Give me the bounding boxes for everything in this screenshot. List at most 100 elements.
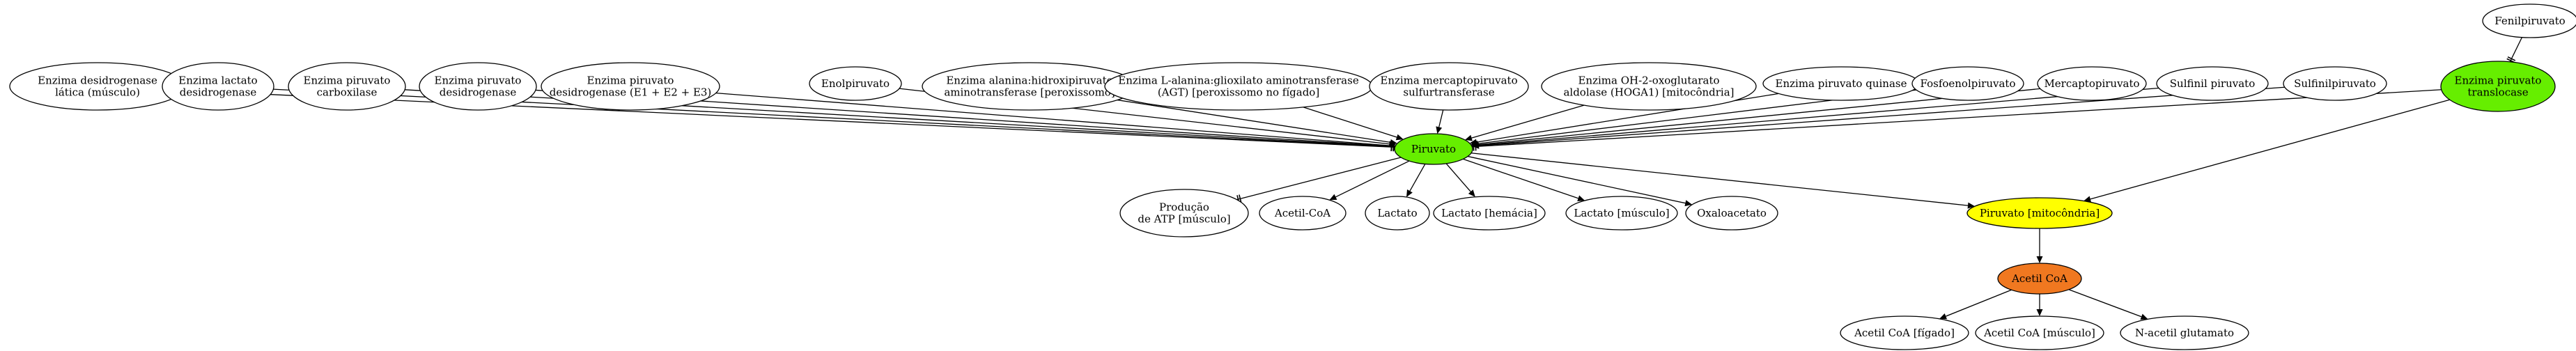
node-ellipse: [1433, 196, 1546, 231]
edge-line: [1438, 109, 1444, 127]
edge-acetil-coa-to-acetil-coa-figado: [1939, 289, 2012, 320]
edge-enzima-alanina-hidroxipiruvato-to-piruvato: [1117, 99, 1397, 146]
node-label: Acetil-CoA: [1274, 207, 1330, 219]
node-ellipse: [1840, 315, 1969, 350]
node-ellipse: [2440, 61, 2556, 112]
node-label: Piruvato: [1411, 143, 1456, 155]
edge-enzima-piruvato-translocase-to-piruvato-mitocondria: [2084, 99, 2450, 203]
node-mercaptopiruvato: Mercaptopiruvato: [2037, 66, 2147, 101]
edge-line: [1409, 164, 1426, 192]
node-fenilpiruvato: Fenilpiruvato: [2482, 3, 2576, 38]
edge-piruvato-to-oxaloacetato: [1467, 155, 1693, 207]
node-ellipse: [2156, 66, 2269, 101]
node-label: Enzima L-alanina:glioxilato aminotransfe…: [1118, 75, 1359, 87]
node-label: Enolpiruvato: [821, 77, 890, 90]
edge-line: [1478, 87, 2159, 146]
node-lactato: Lactato: [1365, 196, 1430, 231]
node-label: desidrogenase: [180, 86, 257, 99]
edge-line: [1467, 155, 1686, 204]
node-piruvato-mitocondria: Piruvato [mitocôndria]: [1966, 197, 2113, 229]
node-label: aminotransferase [peroxissomo]: [944, 86, 1115, 99]
node-enzima-piruvato-quinase: Enzima piruvato quinase: [1762, 66, 1920, 101]
node-label: Enzima lactato: [178, 75, 257, 87]
node-label: Enzima alanina:hidroxipiruvato: [946, 75, 1112, 87]
arrow-head: [1684, 200, 1693, 207]
node-ellipse: [1394, 133, 1473, 165]
node-label: N-acetil glutamato: [2135, 327, 2234, 339]
edge-piruvato-to-producao-atp: [1236, 157, 1402, 204]
node-label: Mercaptopiruvato: [2044, 77, 2139, 90]
edge-enzima-oh2-oxoglutarato-to-piruvato: [1464, 104, 1585, 141]
node-label: Enzima piruvato: [587, 75, 674, 87]
edge-line: [1478, 86, 2285, 146]
node-label: Oxaloacetato: [1697, 207, 1767, 219]
edge-piruvato-to-lactato-hemacia: [1445, 163, 1475, 197]
node-acetil-coa: Acetil CoA: [1997, 263, 2082, 295]
node-fosfoenolpiruvato: Fosfoenolpiruvato: [1911, 66, 2024, 101]
edge-line: [1241, 157, 1402, 199]
node-lactato-musculo: Lactato [músculo]: [1565, 196, 1678, 231]
node-ellipse: [419, 62, 537, 111]
edge-acetil-coa-to-n-acetil-glutamato: [2068, 289, 2148, 320]
node-label: Acetil CoA [músculo]: [1983, 327, 2095, 339]
arrow-head: [1464, 134, 1473, 141]
node-label: Acetil CoA: [2011, 272, 2067, 285]
arrow-head: [1395, 134, 1404, 141]
node-ellipse: [1997, 263, 2082, 295]
arrow-head: [1329, 194, 1337, 201]
node-ellipse: [809, 66, 902, 101]
node-label: Enzima piruvato: [435, 75, 522, 87]
node-ellipse: [1369, 62, 1529, 111]
tee-head: [2507, 56, 2516, 61]
edge-line: [1117, 99, 1391, 143]
node-label: Enzima mercaptopiruvato: [1380, 75, 1517, 87]
node-label: de ATP [músculo]: [1138, 213, 1230, 226]
node-label: (AGT) [peroxissomo no fígado]: [1158, 86, 1319, 99]
arrow-head: [2140, 313, 2148, 320]
node-lactato-hemacia: Lactato [hemácia]: [1433, 196, 1546, 231]
arrow-head: [1390, 139, 1397, 146]
node-label: Acetil CoA [fígado]: [1854, 327, 1955, 339]
node-ellipse: [1685, 196, 1778, 231]
node-ellipse: [2037, 66, 2147, 101]
edge-line: [1471, 104, 1585, 139]
tee-head: [1473, 142, 1475, 151]
node-ellipse: [288, 62, 406, 111]
edge-line: [1445, 163, 1471, 192]
node-oxaloacetato: Oxaloacetato: [1685, 196, 1778, 231]
arrow-head: [2036, 309, 2043, 316]
edge-piruvato-to-piruvato-mitocondria: [1471, 153, 1975, 209]
node-sulfinil-piruvato: Sulfinil piruvato: [2156, 66, 2269, 101]
node-label: Sulfinilpiruvato: [2294, 77, 2376, 90]
edge-line: [1476, 89, 2442, 148]
node-acetil-coa-musculo: Acetil CoA [músculo]: [1975, 315, 2104, 350]
arrow-head: [1436, 126, 1443, 134]
edge-line: [1471, 153, 1969, 206]
node-label: Lactato [músculo]: [1574, 207, 1669, 219]
node-enzima-l-alanina-glioxilato: Enzima L-alanina:glioxilato aminotransfe…: [1104, 62, 1373, 111]
edge-line: [1335, 160, 1410, 198]
node-label: Lactato [hemácia]: [1441, 207, 1537, 219]
node-ellipse: [1541, 62, 1757, 111]
node-label: Sulfinil piruvato: [2170, 77, 2255, 90]
edge-piruvato-to-acetil-coa-lower: [1329, 160, 1410, 201]
node-label: desidrogenase (E1 + E2 + E3): [550, 86, 712, 99]
node-ellipse: [1259, 196, 1347, 231]
node-piruvato: Piruvato: [1394, 133, 1473, 165]
node-ellipse: [1119, 189, 1249, 237]
edge-piruvato-mitocondria-to-acetil-coa: [2036, 228, 2043, 263]
node-enolpiruvato: Enolpiruvato: [809, 66, 902, 101]
arrow-head: [1967, 202, 1975, 209]
edge-line: [2090, 99, 2450, 200]
edge-line: [2511, 37, 2523, 58]
node-label: Enzima piruvato: [304, 75, 391, 87]
node-enzima-alanina-hidroxipiruvato: Enzima alanina:hidroxipiruvatoaminotrans…: [922, 62, 1138, 111]
tee-head: [1475, 142, 1477, 151]
arrow-head: [1577, 195, 1585, 202]
node-ellipse: [541, 62, 720, 111]
